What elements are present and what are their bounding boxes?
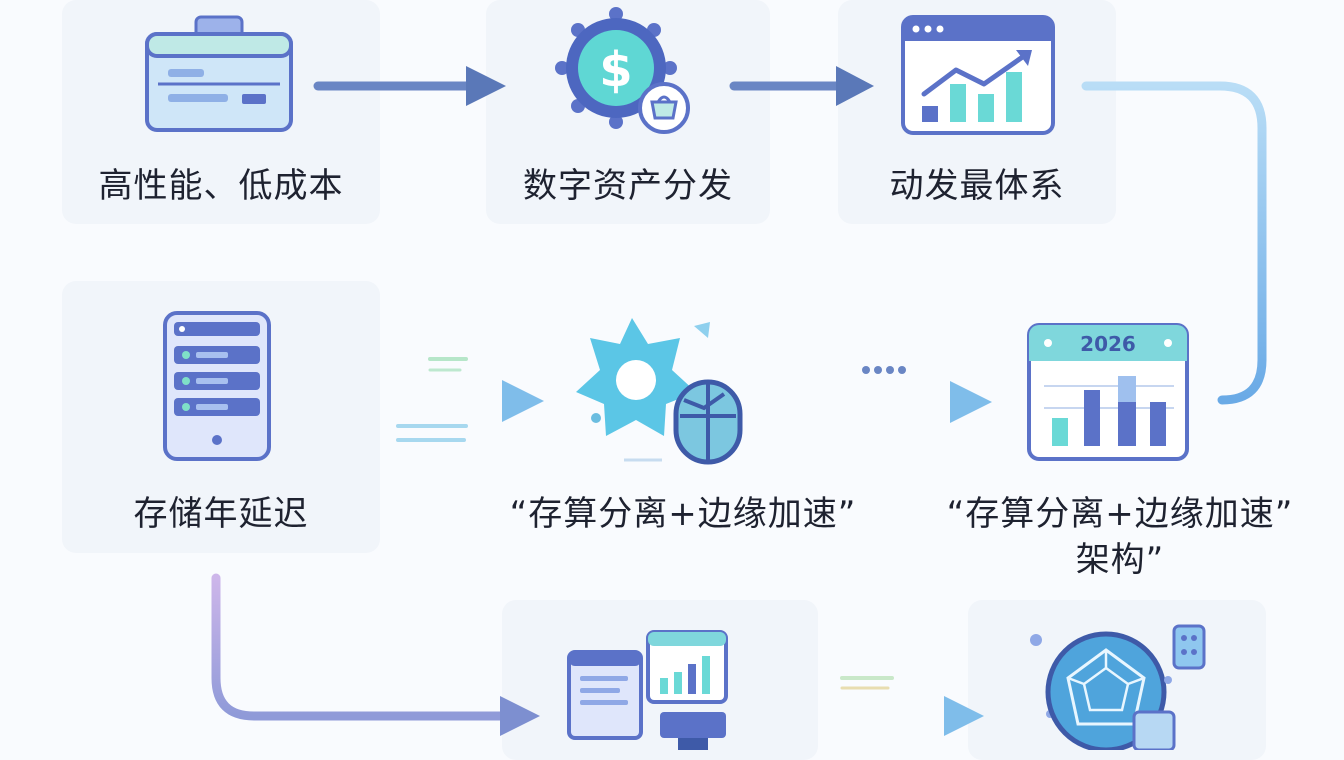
arrow-n5-n6 [765, 366, 992, 423]
arrow-n4-n5 [309, 357, 544, 442]
node-label-1: 高性能、低成本 [98, 166, 344, 206]
node-label-4: 存储年延迟 [133, 494, 309, 534]
dollar-gear-icon: $ [552, 4, 692, 136]
node-label-6-line2: 架构” [1075, 540, 1165, 580]
network-globe-icon [1024, 622, 1214, 753]
dashboard-monitor-icon [566, 628, 732, 750]
browser-card-icon [144, 14, 294, 134]
calendar-chart-icon: 2026 [1026, 322, 1190, 462]
node-label-2: 数字资产分发 [523, 166, 733, 206]
svg-text:$: $ [599, 42, 632, 98]
gear-shield-icon [572, 312, 752, 472]
arrow-n1-n2 [313, 66, 506, 106]
connector-n3-n6 [1081, 81, 1267, 405]
connector-n4-n7 [211, 573, 540, 736]
arrow-n2-n3 [729, 66, 874, 106]
storage-tablet-icon [162, 310, 272, 462]
year-text: 2026 [1080, 332, 1136, 356]
node-label-5: “存算分离+边缘加速” [509, 494, 857, 534]
node-label-6-line1: “存算分离+边缘加速” [946, 494, 1294, 534]
node-label-3: 动发最体系 [889, 166, 1065, 206]
arrow-n7-n8 [753, 676, 984, 736]
line-chart-window-icon [900, 14, 1056, 136]
